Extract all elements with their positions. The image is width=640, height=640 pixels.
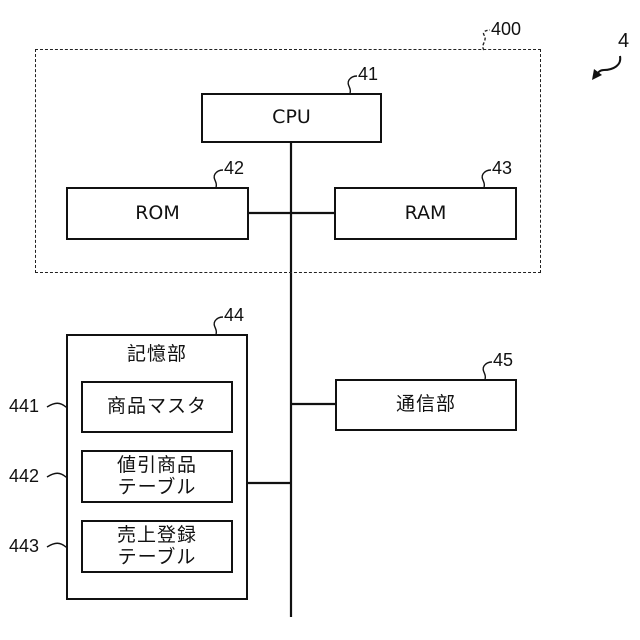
ref-45: 45 [493,350,513,371]
ram-label: RAM [405,203,447,225]
ram-block: RAM [334,187,517,240]
ref-44: 44 [224,305,244,326]
ref-43: 43 [492,158,512,179]
ref-442: 442 [9,466,39,487]
rom-label: ROM [135,203,180,225]
cpu-block: CPU [201,93,382,143]
ref-42: 42 [224,158,244,179]
ref-400: 400 [491,19,521,40]
sales-table-line2: テーブル [118,547,197,569]
leader-400 [483,30,490,50]
ref-41: 41 [358,64,378,85]
figure-arrow-icon [596,56,620,76]
leader-45 [483,362,492,379]
discount-table-line1: 値引商品 [117,455,197,477]
ref-441: 441 [9,396,39,417]
communication-label: 通信部 [396,394,456,416]
discount-table-line2: テーブル [118,477,197,499]
ref-figure: 4 [618,30,629,53]
cpu-label: CPU [272,107,311,129]
communication-block: 通信部 [335,379,517,431]
discount-product-table-block: 値引商品 テーブル [81,450,233,503]
sales-registration-table-block: 売上登録 テーブル [81,520,233,573]
product-master-label: 商品マスタ [107,396,207,418]
leader-44 [214,317,223,334]
sales-table-line1: 売上登録 [117,525,197,547]
rom-block: ROM [66,187,249,240]
storage-label: 記憶部 [68,344,246,366]
product-master-block: 商品マスタ [81,381,233,433]
ref-443: 443 [9,536,39,557]
